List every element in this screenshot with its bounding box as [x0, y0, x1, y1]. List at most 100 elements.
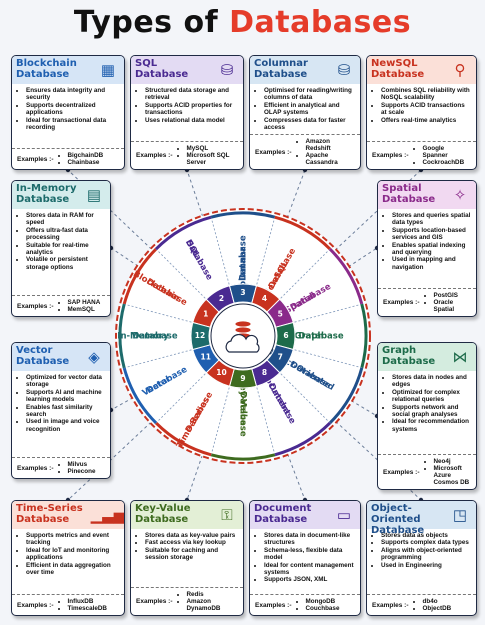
feature-item: Uses relational data model	[145, 117, 238, 124]
feature-list: Stores data as objectsSupports complex d…	[372, 532, 471, 569]
card-title: NewSQL Database	[371, 58, 425, 80]
wheel-segment	[155, 216, 231, 300]
wheel-segment-rim	[274, 215, 332, 251]
card-title: Time-Series Database	[16, 503, 83, 525]
wheel-segment-label: Database	[288, 360, 332, 391]
page-title: Types of Databases	[0, 6, 485, 40]
feature-item: Supports location-based services and GIS	[392, 227, 471, 242]
wheel-segment-rim	[118, 303, 126, 369]
wheel-number: 12	[195, 331, 205, 340]
wheel-segment-label: NewSQL	[262, 259, 291, 299]
card-title: In-Memory Database	[16, 183, 77, 205]
examples-label: Examples :-	[136, 152, 173, 159]
feature-item: Offers ultra-fast data processing	[26, 227, 105, 242]
wheel-segment-label: Database	[267, 246, 298, 290]
wheel-number-segment	[190, 321, 211, 351]
wheel-number-segment	[205, 285, 235, 313]
examples-label: Examples :-	[17, 302, 54, 310]
feature-item: Offers real-time analytics	[381, 117, 471, 124]
wheel-segment-label: Vector	[141, 374, 174, 399]
wheel-segment-label: Columnar	[239, 246, 249, 293]
objects-icon: ◳	[452, 507, 468, 524]
feature-item: Supports network and social graph analys…	[392, 404, 471, 419]
cloud-database-icon	[225, 320, 260, 353]
feature-item: Supports JSON, XML	[264, 576, 355, 583]
wheel-segment	[210, 385, 276, 460]
card-header: Columnar Database⛁	[250, 56, 360, 84]
wheel-number-segment	[251, 285, 281, 313]
example-item: Microsoft SQL Server	[187, 152, 239, 166]
examples-label: Examples :-	[255, 148, 292, 156]
connector-line	[242, 335, 306, 501]
example-item: Pinecone	[68, 468, 96, 475]
wheel-number: 6	[283, 331, 288, 340]
wheel-segment-label: Graph	[294, 332, 323, 342]
card-vector: Vector Database◈Optimized for vector dat…	[11, 342, 111, 479]
feature-item: Stores data in RAM for speed	[26, 212, 105, 227]
card-header: Graph Database⋈	[378, 343, 476, 371]
wheel-number-segment	[192, 344, 220, 374]
wheel-segment	[279, 348, 363, 424]
wheel-segment-rim	[154, 421, 212, 457]
wheel-number-segment	[192, 298, 220, 328]
wheel-number-segment	[251, 359, 281, 387]
example-item: MongoDB	[306, 598, 340, 605]
examples-label: Examples :-	[383, 468, 420, 476]
compass-icon: ✧	[453, 187, 467, 204]
example-item: Redis	[187, 591, 239, 598]
examples-label: Examples :-	[17, 601, 54, 609]
key-icon: ⚿	[221, 506, 233, 524]
feature-item: Suitable for caching and session storage	[145, 547, 238, 562]
feature-item: Suitable for real-time analytics	[26, 242, 105, 257]
examples-label: Examples :-	[372, 152, 409, 159]
card-blockchain: Blockchain Database▦ Ensures data integri…	[11, 55, 125, 170]
examples-row: Examples :-MilvusPinecone	[12, 457, 110, 478]
example-item: MySQL	[187, 145, 239, 152]
feature-list: Stores data in nodes and edgesOptimized …	[383, 374, 471, 433]
example-item: Microsoft Azure Cosmos DB	[434, 465, 472, 486]
examples-label: Examples :-	[383, 299, 420, 306]
wheel-segment-label: Database	[184, 390, 215, 434]
feature-item: Used in Engineering	[381, 562, 471, 569]
card-graph: Graph Database⋈ Stores data in nodes and …	[377, 342, 477, 490]
feature-item: Enables fast similarity search	[26, 404, 105, 419]
feature-item: Combines SQL reliability with NoSQL scal…	[381, 87, 471, 102]
feature-item: Supports metrics and event tracking	[26, 532, 119, 547]
examples-label: Examples :-	[17, 155, 54, 163]
examples-label: Examples :-	[372, 601, 409, 609]
wheel-segment	[255, 216, 331, 300]
connector-line	[186, 335, 244, 501]
feature-item: Ideal for IoT and monitoring application…	[26, 547, 119, 562]
card-sql: SQL Database⛁Structured data storage and…	[130, 55, 244, 170]
feature-item: Stores data in nodes and edges	[392, 374, 471, 389]
vector-icon: ◈	[88, 349, 100, 366]
card-title: Spatial Database	[382, 183, 436, 205]
feature-item: Supports complex data types	[381, 539, 471, 546]
example-item: SAP HANA	[68, 299, 101, 306]
card-header: Blockchain Database▦	[12, 56, 124, 84]
example-item: Chainbase	[68, 159, 104, 166]
example-item: Amazon Redshift	[306, 138, 356, 152]
feature-item: Optimized for vector data storage	[26, 374, 105, 389]
card-spatial: Spatial Database ✧ Stores and queries spat…	[377, 180, 477, 317]
wheel-segment-label: SQL	[184, 239, 202, 261]
example-item: Milvus	[68, 461, 96, 468]
title-part-1: Types of	[73, 5, 219, 40]
example-item: ObjectDB	[423, 605, 452, 612]
example-item: Amazon DynamoDB	[187, 598, 239, 612]
examples-row: Examples :-Google SpannerCockroachDB	[367, 141, 476, 169]
feature-item: Ensures data integrity and security	[26, 87, 119, 102]
feature-list: Optimized for vector data storageSupport…	[17, 374, 105, 433]
card-title: Key-Value Database	[135, 503, 191, 525]
wheel-segment-label: Document	[259, 370, 292, 417]
feature-list: Ensures data integrity and securitySuppo…	[17, 87, 119, 131]
examples-row: Examples :-PostGISOracle Spatial	[378, 288, 476, 316]
wheel-center	[210, 303, 276, 369]
examples-row: Examples :-db4oObjectDB	[367, 594, 476, 615]
feature-list: Stores and queries spatial data typesSup…	[383, 212, 471, 271]
examples-row: Examples :-Neo4jMicrosoft Azure Cosmos D…	[378, 454, 476, 489]
title-part-2: Databases	[229, 5, 412, 40]
feature-list: Optimised for reading/writing columns of…	[255, 87, 355, 131]
wheel-segment-rim	[210, 211, 276, 219]
wheel-number-segment	[228, 283, 258, 304]
